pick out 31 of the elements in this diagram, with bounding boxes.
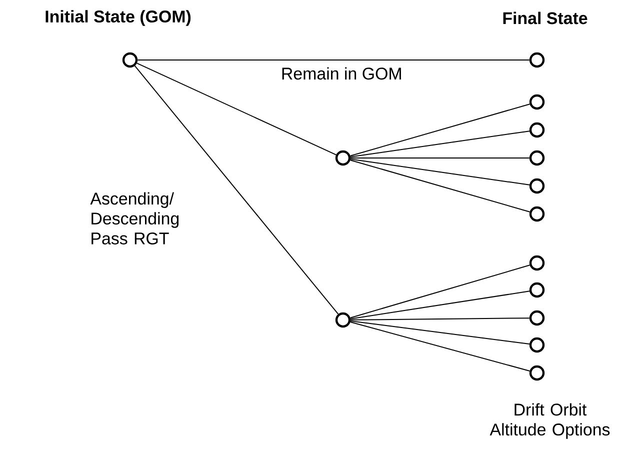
connector-line — [350, 157, 530, 158]
circle-node — [335, 150, 351, 166]
circle-node — [122, 52, 138, 68]
connector-line — [350, 130, 530, 158]
connector-line — [350, 264, 530, 318]
circle-node — [335, 312, 351, 328]
circle-node — [529, 310, 545, 326]
edge-label: Remain in GOM — [282, 67, 401, 80]
heading: Initial State (GOM) — [46, 10, 191, 26]
connector-line — [350, 158, 530, 186]
circle-node — [529, 255, 545, 271]
connector-line — [350, 320, 530, 345]
connector-line — [136, 62, 337, 156]
circle-node — [529, 122, 545, 138]
text-label: Ascending/ Descending Pass RGT — [90, 192, 179, 244]
circle-node — [529, 94, 545, 110]
connector-line — [134, 65, 339, 315]
connector-line — [350, 318, 530, 320]
circle-node — [529, 337, 545, 353]
connector-line — [350, 104, 530, 156]
connector-line — [350, 322, 530, 372]
circle-node — [529, 282, 545, 298]
text-label: Drift Orbit Altitude Options — [490, 403, 610, 439]
circle-node — [529, 178, 545, 194]
heading: Final State — [503, 12, 588, 24]
connector-line — [350, 290, 530, 320]
circle-node — [529, 206, 545, 222]
circle-node — [529, 365, 545, 381]
circle-node — [529, 52, 545, 68]
connector-line — [350, 160, 530, 212]
circle-node — [529, 150, 545, 166]
